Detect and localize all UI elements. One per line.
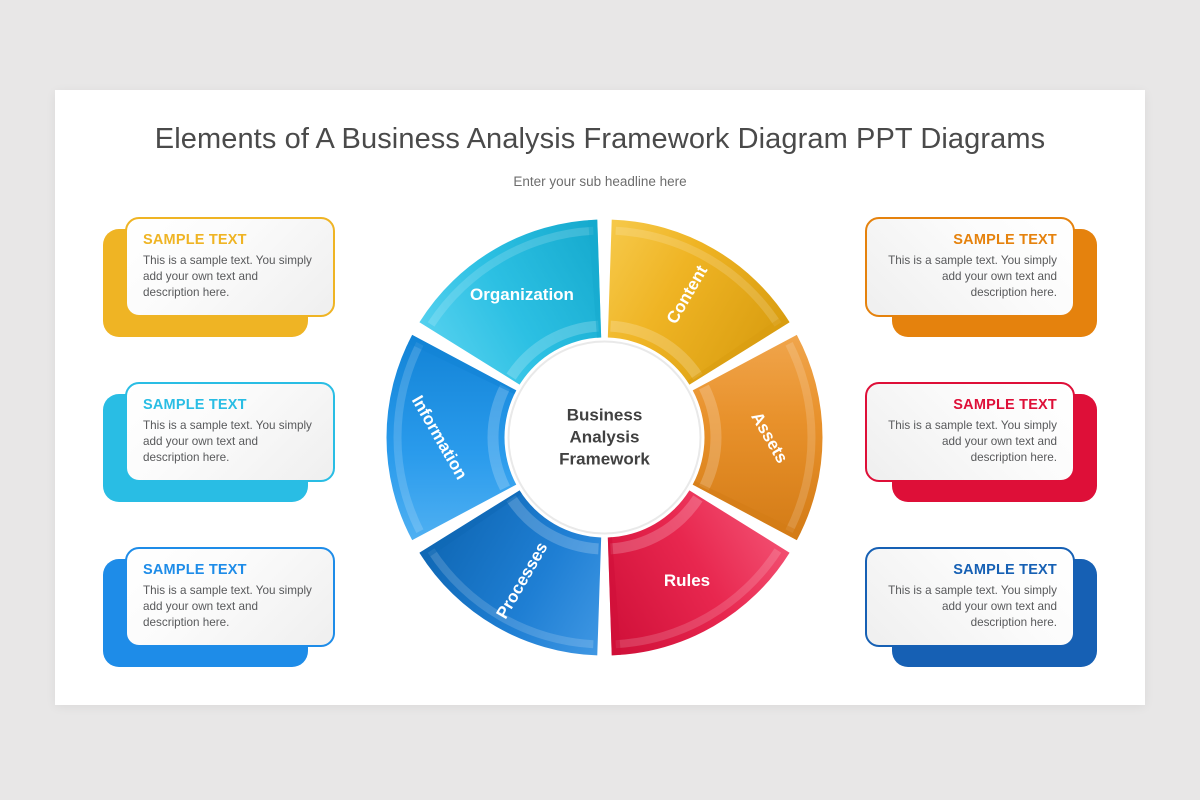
card-title: SAMPLE TEXT (143, 562, 247, 578)
info-card-right-1[interactable]: SAMPLE TEXT This is a sample text. You s… (865, 217, 1097, 337)
card-panel: SAMPLE TEXT This is a sample text. You s… (125, 217, 335, 317)
card-body: This is a sample text. You simply add yo… (888, 253, 1057, 300)
card-title: SAMPLE TEXT (143, 232, 247, 248)
page-title: Elements of A Business Analysis Framewor… (154, 123, 1046, 155)
donut-segment-information[interactable] (386, 334, 517, 541)
segment-bevel (687, 314, 790, 385)
card-body: This is a sample text. You simply add yo… (143, 583, 312, 630)
page-subtitle: Enter your sub headline here (513, 174, 687, 189)
card-body: This is a sample text. You simply add yo… (143, 253, 312, 300)
segment-label-organization: Organization (470, 285, 574, 304)
info-card-right-2[interactable]: SAMPLE TEXT This is a sample text. You s… (865, 382, 1097, 502)
card-panel: SAMPLE TEXT This is a sample text. You s… (125, 382, 335, 482)
donut-segment-rules[interactable] (607, 490, 790, 656)
segment-bevel (419, 490, 522, 561)
donut-hub-circle (508, 341, 701, 534)
info-card-left-3[interactable]: SAMPLE TEXT This is a sample text. You s… (103, 547, 335, 667)
segment-label-rules: Rules (664, 571, 710, 590)
donut-segment-group (386, 219, 823, 656)
donut-segment-assets[interactable] (692, 334, 823, 541)
segment-gloss-inner (699, 384, 722, 491)
segment-gloss-inner (610, 320, 703, 380)
info-card-left-2[interactable]: SAMPLE TEXT This is a sample text. You s… (103, 382, 335, 502)
card-title: SAMPLE TEXT (953, 397, 1057, 413)
card-panel: SAMPLE TEXT This is a sample text. You s… (865, 382, 1075, 482)
slide-canvas: Elements of A Business Analysis Framewor… (55, 90, 1145, 705)
segment-gloss-inner (487, 384, 510, 491)
card-body: This is a sample text. You simply add yo… (888, 418, 1057, 465)
donut-hub-ring (507, 340, 702, 535)
segment-bevel (408, 334, 517, 395)
donut-segment-organization[interactable] (419, 219, 602, 385)
card-title: SAMPLE TEXT (953, 562, 1057, 578)
card-title: SAMPLE TEXT (953, 232, 1057, 248)
segment-bevel (607, 537, 621, 656)
info-card-right-3[interactable]: SAMPLE TEXT This is a sample text. You s… (865, 547, 1097, 667)
segment-gloss-outer (393, 342, 424, 533)
segment-bevel (588, 219, 602, 338)
donut-svg: ContentAssetsRulesProcessesInformationOr… (386, 219, 823, 656)
card-panel: SAMPLE TEXT This is a sample text. You s… (865, 547, 1075, 647)
segment-gloss-outer (785, 342, 816, 533)
card-title: SAMPLE TEXT (143, 397, 247, 413)
segment-gloss-inner (506, 495, 599, 555)
card-body: This is a sample text. You simply add yo… (888, 583, 1057, 630)
segment-bevel (692, 480, 801, 541)
info-card-left-1[interactable]: SAMPLE TEXT This is a sample text. You s… (103, 217, 335, 337)
segment-gloss-inner (506, 320, 599, 380)
card-panel: SAMPLE TEXT This is a sample text. You s… (865, 217, 1075, 317)
segment-gloss-inner (610, 495, 703, 555)
card-body: This is a sample text. You simply add yo… (143, 418, 312, 465)
card-panel: SAMPLE TEXT This is a sample text. You s… (125, 547, 335, 647)
